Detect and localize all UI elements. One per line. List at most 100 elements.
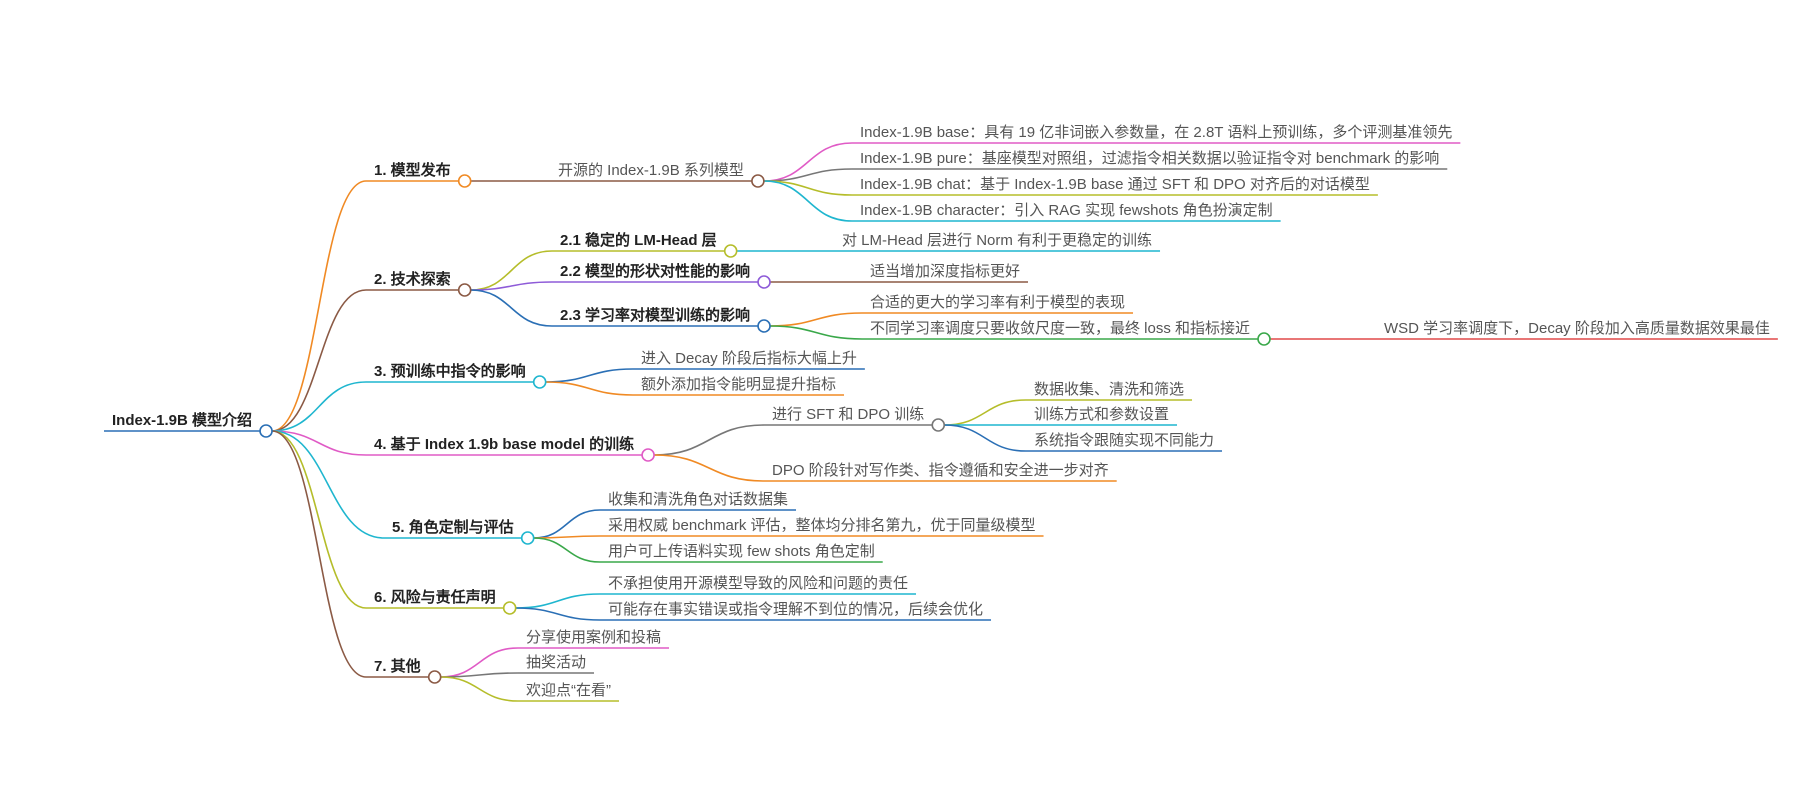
connector-b1-0 [470, 250, 553, 291]
connector-b6-2 [440, 676, 519, 702]
mind-node-b0-0-0[interactable]: Index-1.9B base：具有 19 亿非词嵌入参数量，在 2.8T 语料… [852, 124, 1461, 144]
node-label: 对 LM-Head 层进行 Norm 有利于更稳定的训练 [842, 232, 1152, 249]
node-label: 进入 Decay 阶段后指标大幅上升 [641, 350, 857, 367]
node-label: 适当增加深度指标更好 [870, 263, 1020, 280]
mind-node-b5-1[interactable]: 可能存在事实错误或指令理解不到位的情况，后续会优化 [600, 601, 992, 621]
collapse-toggle-icon[interactable] [751, 174, 765, 188]
connector-b6-0 [440, 647, 519, 678]
collapse-toggle-icon[interactable] [931, 418, 946, 432]
collapse-toggle-icon[interactable] [427, 670, 442, 684]
connector-b0-0-0 [763, 142, 853, 182]
connector-b1-1 [470, 281, 553, 291]
mind-node-b1-2[interactable]: 2.3 学习率对模型训练的影响 [552, 306, 771, 333]
connector-b3-0 [654, 424, 765, 456]
mind-node-b6-0[interactable]: 分享使用案例和投稿 [518, 628, 670, 649]
node-label: Index-1.9B chat：基于 Index-1.9B base 通过 SF… [860, 176, 1370, 193]
connector-b3-0-0 [944, 399, 1027, 426]
mind-node-b4-2[interactable]: 用户可上传语料实现 few shots 角色定制 [600, 543, 883, 563]
collapse-toggle-icon[interactable] [641, 448, 655, 462]
node-label: 收集和清洗角色对话数据集 [608, 491, 788, 508]
mind-node-b0-0-1[interactable]: Index-1.9B pure：基座模型对照组，过滤指令相关数据以验证指令对 b… [852, 150, 1448, 170]
connector-b0-0-1 [763, 168, 853, 182]
connector-b1-2-0 [770, 312, 863, 327]
mind-node-b5-0[interactable]: 不承担使用开源模型导致的风险和问题的责任 [600, 575, 917, 595]
collapse-toggle-icon[interactable] [757, 275, 771, 289]
connector-b2-1 [545, 381, 634, 396]
node-label: 训练方式和参数设置 [1034, 406, 1169, 423]
mind-node-b4-1[interactable]: 采用权威 benchmark 评估，整体均分排名第九，优于同量级模型 [600, 516, 1044, 537]
collapse-toggle-icon[interactable] [457, 283, 472, 297]
node-label: 2.1 稳定的 LM-Head 层 [560, 231, 717, 249]
mind-node-b2[interactable]: 3. 预训练中指令的影响 [366, 362, 547, 389]
mind-node-b3-0[interactable]: 进行 SFT 和 DPO 训练 [764, 406, 946, 432]
collapse-toggle-icon[interactable] [757, 319, 771, 333]
mind-node-b3[interactable]: 4. 基于 Index 1.9b base model 的训练 [366, 435, 655, 462]
node-label: WSD 学习率调度下，Decay 阶段加入高质量数据效果最佳 [1384, 320, 1770, 337]
mind-node-b3-0-0[interactable]: 数据收集、清洗和筛选 [1026, 381, 1193, 401]
connector-b5-1 [515, 607, 601, 621]
node-label: 2.3 学习率对模型训练的影响 [560, 306, 750, 324]
mind-node-b1-1[interactable]: 2.2 模型的形状对性能的影响 [552, 262, 771, 289]
mind-node-b4-0[interactable]: 收集和清洗角色对话数据集 [600, 491, 797, 511]
collapse-toggle-icon[interactable] [259, 424, 273, 438]
node-label: 采用权威 benchmark 评估，整体均分排名第九，优于同量级模型 [608, 516, 1036, 534]
node-label: 额外添加指令能明显提升指标 [641, 376, 836, 393]
collapse-toggle-icon[interactable] [723, 244, 738, 258]
mind-node-b3-0-2[interactable]: 系统指令跟随实现不同能力 [1026, 432, 1223, 452]
connector-b3-1 [654, 454, 765, 482]
node-label: 7. 其他 [374, 657, 421, 675]
connector-b4-2 [533, 537, 601, 563]
node-label: 5. 角色定制与评估 [392, 518, 514, 536]
mind-node-b2-1[interactable]: 额外添加指令能明显提升指标 [633, 376, 845, 396]
node-label: 合适的更大的学习率有利于模型的表现 [870, 294, 1125, 311]
connector-layer [271, 142, 1376, 702]
mind-node-b6-2[interactable]: 欢迎点“在看” [518, 682, 619, 702]
connector-b1 [272, 289, 367, 432]
node-label: 数据收集、清洗和筛选 [1034, 381, 1184, 398]
node-label: 2. 技术探索 [374, 270, 451, 288]
mind-node-b6-1[interactable]: 抽奖活动 [518, 654, 595, 674]
mind-node-b0-0-2[interactable]: Index-1.9B chat：基于 Index-1.9B base 通过 SF… [852, 176, 1378, 196]
node-label: 分享使用案例和投稿 [526, 628, 661, 646]
node-label: 可能存在事实错误或指令理解不到位的情况，后续会优化 [608, 601, 983, 618]
connector-b0 [271, 180, 367, 432]
mind-node-b1-0-0[interactable]: 对 LM-Head 层进行 Norm 有利于更稳定的训练 [834, 232, 1161, 252]
connector-b1-2-1 [770, 325, 863, 340]
connector-b5 [271, 430, 367, 609]
mind-node-b3-0-1[interactable]: 训练方式和参数设置 [1026, 406, 1178, 426]
mind-node-b4[interactable]: 5. 角色定制与评估 [384, 518, 535, 545]
node-label: 不承担使用开源模型导致的风险和问题的责任 [608, 575, 908, 592]
mind-node-b6[interactable]: 7. 其他 [366, 657, 442, 684]
collapse-toggle-icon[interactable] [532, 375, 547, 389]
node-label: Index-1.9B base：具有 19 亿非词嵌入参数量，在 2.8T 语料… [860, 124, 1452, 141]
mind-node-b0[interactable]: 1. 模型发布 [366, 161, 472, 188]
node-label: 欢迎点“在看” [526, 682, 611, 699]
connector-b0-0-3 [763, 180, 853, 222]
mind-node-b1-2-1-0[interactable]: WSD 学习率调度下，Decay 阶段加入高质量数据效果最佳 [1376, 320, 1778, 340]
collapse-toggle-icon[interactable] [1257, 332, 1271, 346]
connector-b4-0 [533, 509, 601, 539]
mind-node-b0-0-3[interactable]: Index-1.9B character：引入 RAG 实现 fewshots … [852, 202, 1281, 222]
mind-node-b1-0[interactable]: 2.1 稳定的 LM-Head 层 [552, 231, 738, 258]
mind-node-b1-2-1[interactable]: 不同学习率调度只要收敛尺度一致，最终 loss 和指标接近 [862, 320, 1271, 346]
collapse-toggle-icon[interactable] [520, 531, 535, 545]
connector-b6-1 [440, 672, 519, 678]
mind-node-b0-0[interactable]: 开源的 Index-1.9B 系列模型 [550, 162, 765, 188]
mind-node-b2-0[interactable]: 进入 Decay 阶段后指标大幅上升 [633, 350, 865, 370]
node-label: Index-1.9B character：引入 RAG 实现 fewshots … [860, 202, 1273, 219]
collapse-toggle-icon[interactable] [457, 174, 472, 188]
node-label: 进行 SFT 和 DPO 训练 [772, 406, 924, 423]
mind-node-b3-1[interactable]: DPO 阶段针对写作类、指令遵循和安全进一步对齐 [764, 461, 1117, 482]
connector-b2-0 [545, 368, 634, 383]
connector-b4 [272, 430, 385, 539]
mind-node-b1[interactable]: 2. 技术探索 [366, 270, 472, 297]
node-label: 系统指令跟随实现不同能力 [1034, 432, 1214, 449]
mind-node-b1-1-0[interactable]: 适当增加深度指标更好 [862, 263, 1029, 283]
mind-node-b5[interactable]: 6. 风险与责任声明 [366, 588, 517, 615]
node-label: Index-1.9B 模型介绍 [112, 411, 252, 429]
mind-node-root[interactable]: Index-1.9B 模型介绍 [104, 411, 273, 438]
collapse-toggle-icon[interactable] [502, 601, 517, 615]
node-label: 2.2 模型的形状对性能的影响 [560, 262, 750, 280]
connector-b3-0-2 [944, 424, 1027, 452]
mind-node-b1-2-0[interactable]: 合适的更大的学习率有利于模型的表现 [862, 294, 1134, 314]
